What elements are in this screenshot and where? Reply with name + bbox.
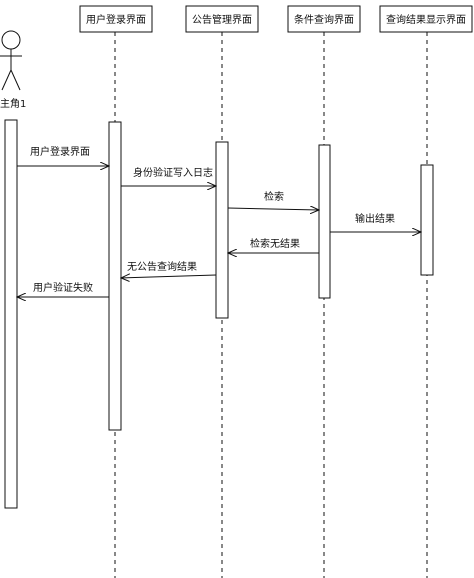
- message-search-no-result: 检索无结果: [228, 237, 319, 253]
- message-auth-failed: 用户验证失败: [17, 281, 109, 297]
- lifeline-query-label: 条件查询界面: [294, 13, 354, 26]
- message-search-no-result-label: 检索无结果: [250, 237, 300, 250]
- lifeline-result: 查询结果显示界面: [379, 5, 473, 578]
- lifeline-notice-label: 公告管理界面: [192, 13, 252, 26]
- message-search: 检索: [227, 190, 319, 210]
- message-search-label: 检索: [264, 190, 284, 203]
- actor-figure: [0, 30, 22, 91]
- lifeline-query-box: [287, 5, 361, 33]
- query-activation: [318, 144, 331, 299]
- message-no-notice-result-label: 无公告查询结果: [127, 260, 197, 273]
- lifeline-query: 条件查询界面: [287, 5, 361, 578]
- notice-activation: [215, 141, 229, 319]
- lifeline-result-label: 查询结果显示界面: [386, 13, 466, 26]
- actor-head: [1, 30, 21, 50]
- message-auth-log: 身份验证写入日志: [121, 166, 216, 186]
- lifeline-result-box: [379, 5, 473, 33]
- message-auth-failed-label: 用户验证失败: [33, 281, 93, 294]
- message-auth-log-label: 身份验证写入日志: [133, 166, 213, 179]
- lifeline-notice: 公告管理界面: [185, 5, 259, 578]
- message-output-result-label: 输出结果: [355, 212, 395, 225]
- actor-left-leg: [1, 69, 12, 91]
- actor-right-leg: [10, 69, 21, 91]
- message-user-login: 用户登录界面: [17, 145, 109, 166]
- login-activation: [108, 121, 122, 431]
- lifeline-login-label: 用户登录界面: [86, 13, 146, 26]
- message-user-login-label: 用户登录界面: [30, 145, 90, 158]
- message-no-notice-result: 无公告查询结果: [121, 260, 217, 278]
- message-no-notice-result-arrow: [121, 275, 217, 278]
- message-search-arrow: [227, 208, 319, 210]
- result-activation: [420, 164, 434, 276]
- actor-activation: [4, 119, 18, 509]
- lifeline-login-box: [79, 5, 153, 33]
- actor-name: 主角1: [0, 98, 26, 110]
- message-output-result: 输出结果: [330, 212, 421, 232]
